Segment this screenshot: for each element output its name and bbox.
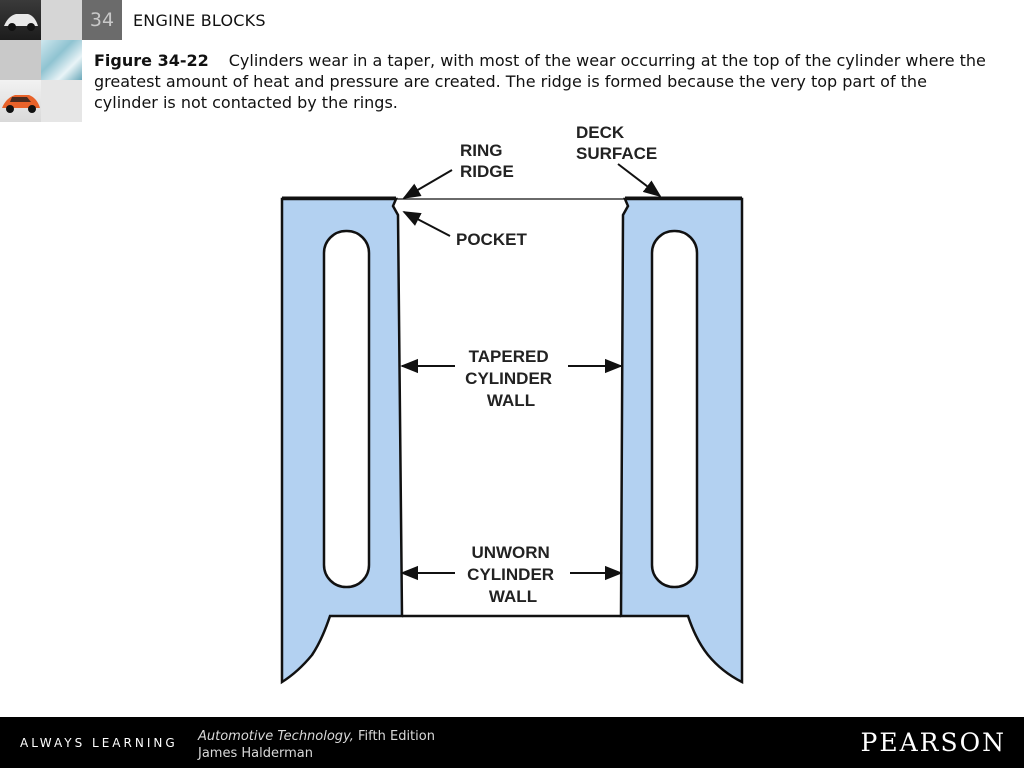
deck-surface-label: DECK SURFACE (576, 123, 657, 163)
publisher-logo: PEARSON (860, 728, 1006, 757)
engine-thumbnail (41, 40, 82, 80)
pocket-label: POCKET (456, 230, 527, 249)
book-title: Automotive Technology, (198, 729, 354, 744)
header-strip (41, 0, 82, 40)
left-coolant-passage (322, 229, 371, 589)
deck-surface-arrow (617, 163, 662, 198)
header-gray-column (41, 80, 82, 122)
header-gray-tile (0, 40, 41, 80)
footer-bar: ALWAYS LEARNING Automotive Technology, F… (0, 717, 1024, 768)
car-thumbnail-2 (0, 80, 41, 122)
pocket-arrow (402, 211, 451, 237)
figure-label: Figure 34-22 (94, 51, 209, 70)
chapter-title: ENGINE BLOCKS (133, 11, 266, 30)
footer-tagline: ALWAYS LEARNING (20, 736, 178, 750)
cylinder-diagram-svg: RING RIDGE DECK SURFACE POCKET TAPERED C… (280, 123, 744, 685)
caption-text: Cylinders wear in a taper, with most of … (94, 51, 986, 112)
ring-ridge-label: RING RIDGE (460, 141, 514, 181)
unworn-wall-label: UNWORN CYLINDER WALL (467, 543, 559, 606)
ring-ridge-arrow (402, 169, 453, 199)
book-credit: Automotive Technology, Fifth Edition Jam… (198, 728, 435, 762)
car-thumbnail-1 (0, 0, 41, 40)
book-author: James Halderman (198, 746, 313, 761)
tapered-wall-label: TAPERED CYLINDER WALL (465, 347, 557, 410)
cylinder-wear-diagram: RING RIDGE DECK SURFACE POCKET TAPERED C… (280, 120, 746, 688)
chapter-number-badge: 34 (82, 0, 122, 40)
book-edition: Fifth Edition (353, 729, 435, 744)
right-coolant-passage (650, 229, 699, 589)
